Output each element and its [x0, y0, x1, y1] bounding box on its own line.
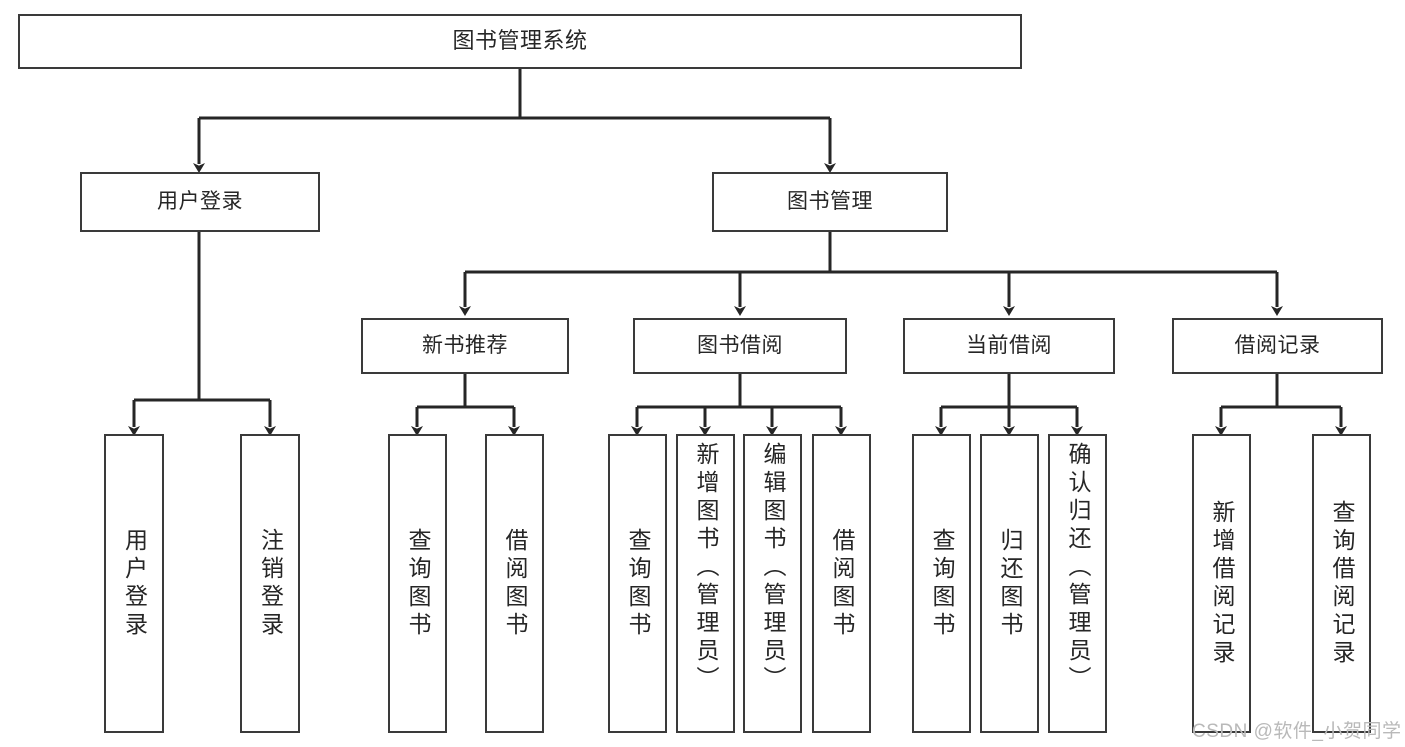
leaf-current-query-book[interactable]: 查询图书 — [912, 434, 971, 733]
leaf-new-book-query-book[interactable]: 查询图书 — [388, 434, 447, 733]
leaf-return-book-label: 归还图书 — [997, 527, 1023, 640]
leaf-borrow-query-book-label: 查询图书 — [625, 527, 651, 640]
leaf-add-borrow-record[interactable]: 新增借阅记录 — [1192, 434, 1251, 733]
node-book-management-label: 图书管理 — [787, 190, 873, 214]
leaf-confirm-return-admin[interactable]: 确认归还（管理员） — [1048, 434, 1107, 733]
node-new-book-recommend-label: 新书推荐 — [422, 334, 508, 358]
leaf-new-book-borrow-book[interactable]: 借阅图书 — [485, 434, 544, 733]
node-root[interactable]: 图书管理系统 — [18, 14, 1022, 69]
leaf-borrow-borrow-book-label: 借阅图书 — [829, 527, 855, 640]
leaf-borrow-query-book[interactable]: 查询图书 — [608, 434, 667, 733]
leaf-edit-book-admin[interactable]: 编辑图书（管理员） — [743, 434, 802, 733]
leaf-user-login[interactable]: 用户登录 — [104, 434, 164, 733]
leaf-new-book-query-book-label: 查询图书 — [405, 527, 431, 640]
leaf-edit-book-admin-label: 编辑图书（管理员） — [760, 442, 786, 694]
node-borrow-record[interactable]: 借阅记录 — [1172, 318, 1383, 374]
leaf-new-book-borrow-book-label: 借阅图书 — [502, 527, 528, 640]
node-book-borrow-label: 图书借阅 — [697, 334, 783, 358]
leaf-borrow-borrow-book[interactable]: 借阅图书 — [812, 434, 871, 733]
leaf-logout-label: 注销登录 — [257, 527, 284, 640]
leaf-add-book-admin[interactable]: 新增图书（管理员） — [676, 434, 735, 733]
leaf-user-login-label: 用户登录 — [121, 527, 148, 640]
leaf-add-book-admin-label: 新增图书（管理员） — [693, 442, 719, 694]
leaf-query-borrow-record-label: 查询借阅记录 — [1329, 499, 1355, 668]
node-root-label: 图书管理系统 — [452, 28, 588, 54]
node-new-book-recommend[interactable]: 新书推荐 — [361, 318, 569, 374]
leaf-current-query-book-label: 查询图书 — [929, 527, 955, 640]
node-borrow-record-label: 借阅记录 — [1234, 334, 1321, 358]
leaf-query-borrow-record[interactable]: 查询借阅记录 — [1312, 434, 1371, 733]
watermark: CSDN @软件_小贺同学 — [1192, 721, 1402, 742]
node-current-borrow-label: 当前借阅 — [966, 334, 1052, 358]
node-current-borrow[interactable]: 当前借阅 — [903, 318, 1115, 374]
leaf-confirm-return-admin-label: 确认归还（管理员） — [1065, 442, 1091, 694]
node-book-borrow[interactable]: 图书借阅 — [633, 318, 847, 374]
node-book-management[interactable]: 图书管理 — [712, 172, 948, 232]
node-user-login[interactable]: 用户登录 — [80, 172, 320, 232]
leaf-return-book[interactable]: 归还图书 — [980, 434, 1039, 733]
node-user-login-label: 用户登录 — [157, 190, 243, 214]
leaf-add-borrow-record-label: 新增借阅记录 — [1209, 499, 1235, 668]
leaf-logout[interactable]: 注销登录 — [240, 434, 300, 733]
